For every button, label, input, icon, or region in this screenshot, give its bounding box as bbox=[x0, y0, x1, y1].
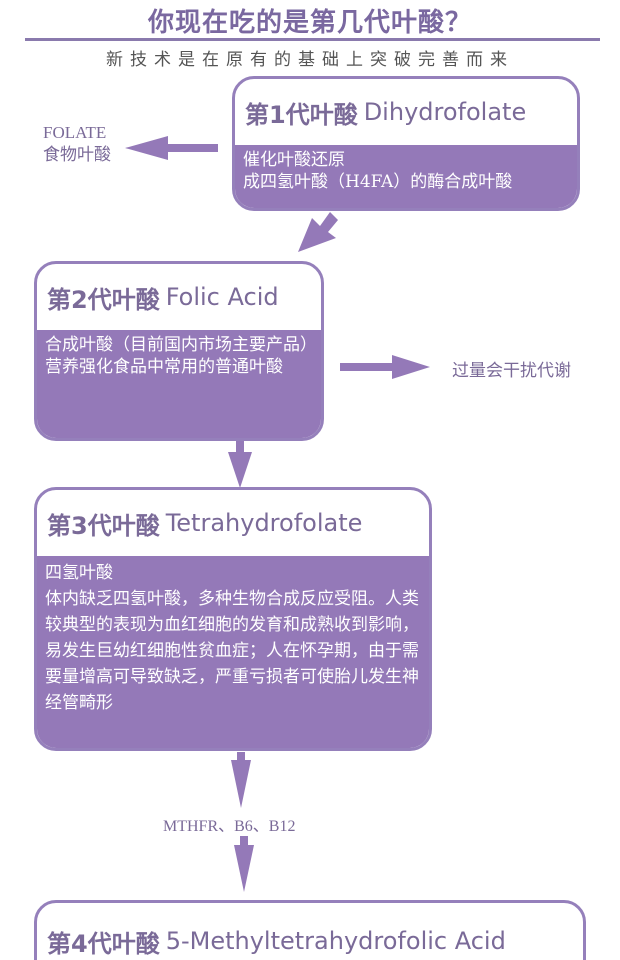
gen-label: 第3代叶酸 bbox=[47, 511, 160, 540]
gen-name: Folic Acid bbox=[165, 283, 279, 311]
body-line: 体内缺乏四氢叶酸，多种生物合成反应受阻。人类较典型的表现为血红细胞的发育和成熟收… bbox=[45, 589, 419, 713]
body-line: 催化叶酸还原 bbox=[243, 150, 345, 170]
body-line: 合成叶酸（目前国内市场主要产品） bbox=[45, 335, 317, 355]
arrow-right-icon bbox=[340, 355, 430, 379]
generation-3-body: 四氢叶酸 体内缺乏四氢叶酸，多种生物合成反应受阻。人类较典型的表现为血红细胞的发… bbox=[37, 556, 429, 748]
cofactors-note: MTHFR、B6、B12 bbox=[163, 818, 296, 835]
folate-cn: 食物叶酸 bbox=[43, 145, 111, 164]
gen-label: 第1代叶酸 bbox=[245, 100, 358, 129]
arrow-down-icon bbox=[234, 836, 254, 892]
page-title: 你现在吃的是第几代叶酸？ bbox=[147, 8, 472, 38]
gen-name: 5-Methyltetrahydrofolic Acid bbox=[165, 927, 506, 955]
divider bbox=[25, 38, 600, 41]
body-line: 成四氢叶酸（H4FA）的酶合成叶酸 bbox=[243, 172, 513, 192]
generation-2-body: 合成叶酸（目前国内市场主要产品） 营养强化食品中常用的普通叶酸 bbox=[37, 330, 321, 438]
gen-name: Tetrahydrofolate bbox=[165, 509, 363, 537]
gen-label: 第4代叶酸 bbox=[47, 929, 160, 958]
subtitle: 新技术是在原有的基础上突破完善而来 bbox=[106, 50, 514, 70]
gen-name: Dihydrofolate bbox=[363, 98, 527, 126]
generation-1-body: 催化叶酸还原 成四氢叶酸（H4FA）的酶合成叶酸 bbox=[235, 145, 577, 208]
body-line: 营养强化食品中常用的普通叶酸 bbox=[45, 357, 283, 377]
arrow-diagonal-icon bbox=[298, 212, 338, 252]
body-line: 四氢叶酸 bbox=[45, 563, 113, 583]
arrow-left-icon bbox=[125, 136, 218, 160]
folate-note: FOLATE 食物叶酸 bbox=[43, 122, 111, 166]
arrow-down-icon bbox=[231, 752, 251, 808]
arrow-down-icon bbox=[228, 440, 252, 488]
folate-en: FOLATE bbox=[43, 123, 107, 142]
excess-note: 过量会干扰代谢 bbox=[452, 361, 571, 380]
gen-label: 第2代叶酸 bbox=[47, 285, 160, 314]
